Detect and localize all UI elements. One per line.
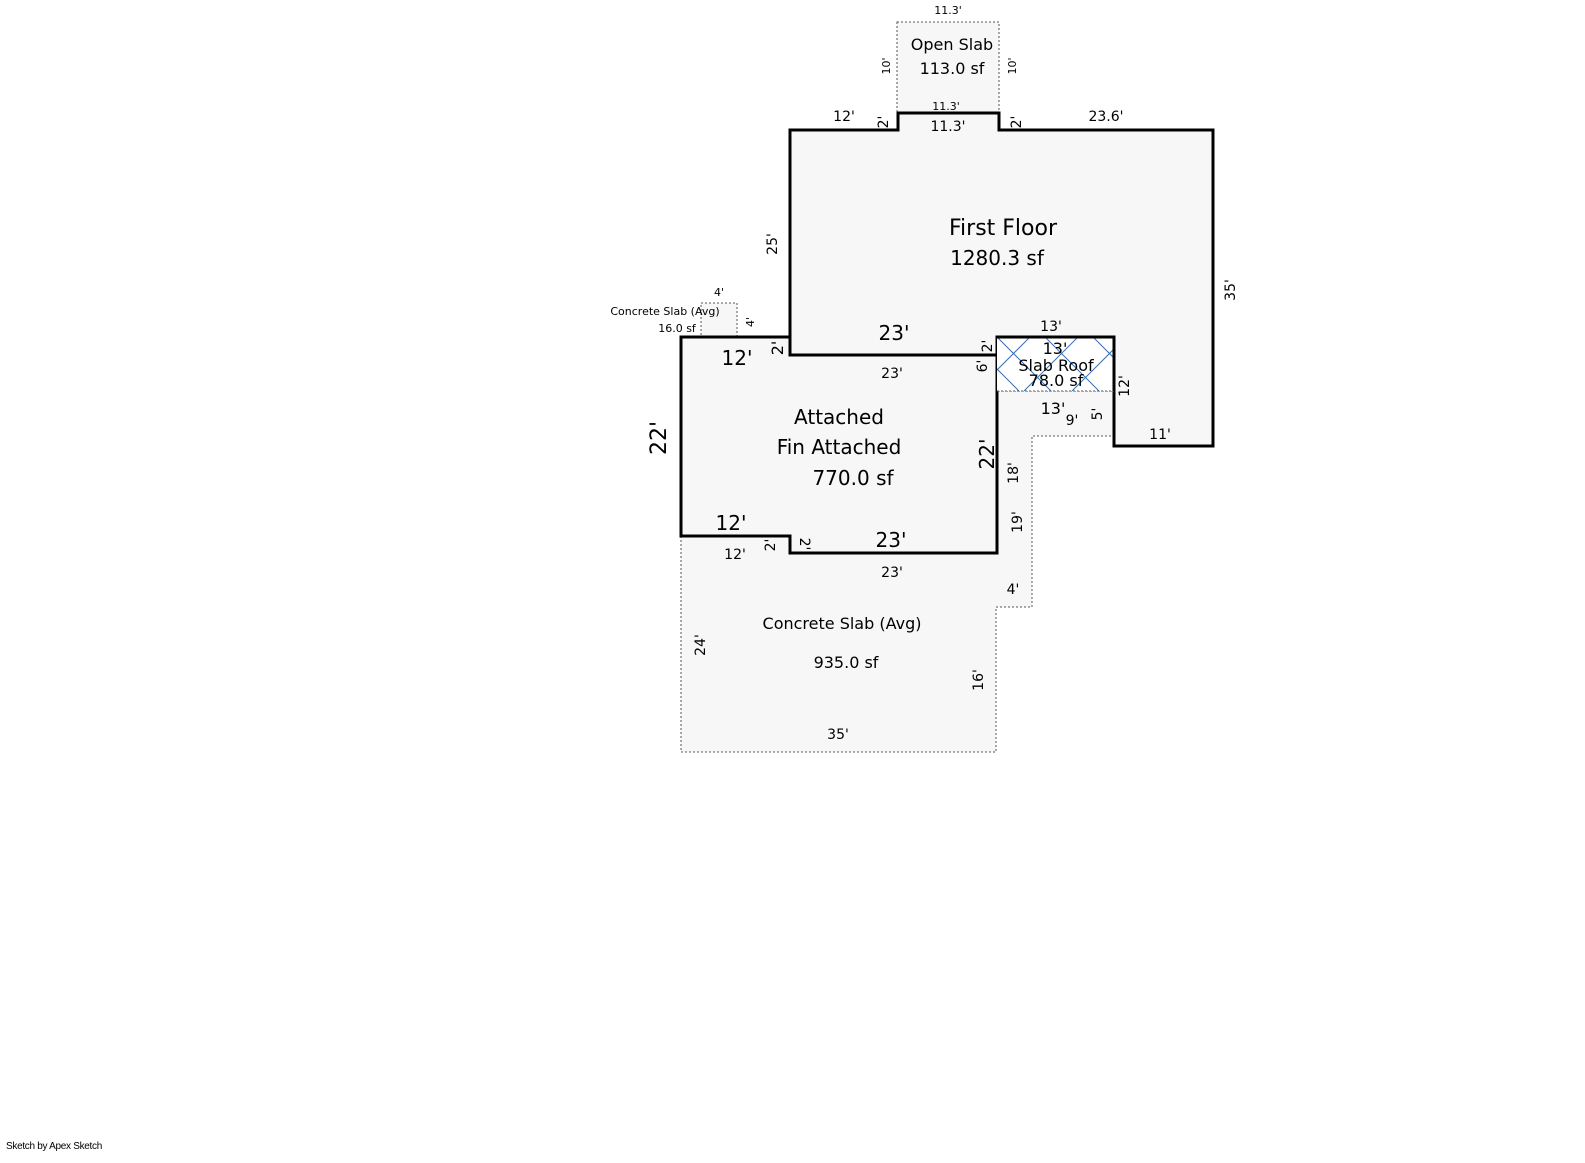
first-floor-area-label: 1280.3 sf	[950, 246, 1045, 270]
dim-label: 4'	[744, 317, 757, 327]
dim-label: 11.3'	[930, 119, 965, 135]
small-slab-area-label: 16.0 sf	[658, 322, 697, 335]
dim-label: 13'	[1041, 399, 1066, 418]
dim-label: 11'	[1149, 427, 1171, 443]
slab-roof-area-label: 78.0 sf	[1029, 371, 1084, 390]
dim-label: 2'	[980, 340, 996, 353]
dim-label: 23'	[879, 321, 910, 345]
dim-label: 35'	[827, 727, 849, 743]
garage-label-1: Attached	[794, 405, 884, 429]
concrete-slab-area-label: 935.0 sf	[814, 653, 879, 672]
dimension-labels: 11.3' 10' 10' 11.3' 11.3' 12' 2' 2' 23.6…	[647, 4, 1239, 743]
slab-roof-label: Slab Roof	[1018, 356, 1094, 375]
dim-label: 22'	[975, 439, 999, 470]
dim-label: 12'	[724, 547, 746, 563]
dim-label: 12'	[1117, 375, 1133, 397]
footer-credit: Sketch by Apex Sketch	[6, 1141, 102, 1152]
dim-label: 4'	[714, 286, 724, 299]
dim-label: 22'	[647, 421, 672, 455]
dim-label: 5'	[1090, 408, 1106, 421]
dim-label: 13'	[1043, 339, 1068, 358]
dim-label: 23'	[881, 366, 903, 382]
dim-label: 18'	[1006, 462, 1022, 484]
dim-label: 13'	[1040, 319, 1062, 335]
dim-label: 2'	[763, 539, 779, 552]
open-slab-area-label: 113.0 sf	[920, 59, 985, 78]
slab-roof-area	[997, 335, 1116, 392]
dim-label: 11.3'	[932, 100, 960, 113]
first-floor-label: First Floor	[949, 216, 1058, 241]
garage-area	[679, 335, 999, 555]
dim-label: 4'	[1007, 582, 1020, 598]
small-slab-label: Concrete Slab (Avg)	[610, 305, 719, 318]
dim-label: 35'	[1223, 279, 1239, 301]
dim-label: 11.3'	[934, 4, 962, 17]
dim-label: 16'	[971, 669, 987, 691]
dim-label: 2'	[876, 116, 892, 129]
dim-label: 12'	[833, 109, 855, 125]
dim-label: 12'	[716, 511, 747, 535]
dim-label: 10'	[880, 57, 893, 74]
open-slab-label: Open Slab	[911, 35, 993, 54]
dim-label: 12'	[722, 346, 753, 370]
garage-area-label: 770.0 sf	[812, 466, 894, 490]
dim-label: 24'	[693, 634, 709, 656]
dim-label: 23.6'	[1088, 109, 1123, 125]
dim-label: 25'	[765, 233, 781, 255]
concrete-slab-label: Concrete Slab (Avg)	[763, 614, 922, 633]
dim-label: 23'	[881, 565, 903, 581]
dim-label: 19'	[1010, 511, 1026, 533]
dim-label: 9'	[1066, 413, 1079, 429]
dim-label: 2'	[768, 341, 787, 356]
dim-label: 10'	[1006, 57, 1019, 74]
dim-label: 2'	[1009, 116, 1025, 129]
dim-label: 2'	[796, 538, 812, 551]
dim-label: 23'	[876, 528, 907, 552]
dim-label: 6'	[975, 360, 991, 373]
garage-label-2: Fin Attached	[777, 435, 902, 459]
